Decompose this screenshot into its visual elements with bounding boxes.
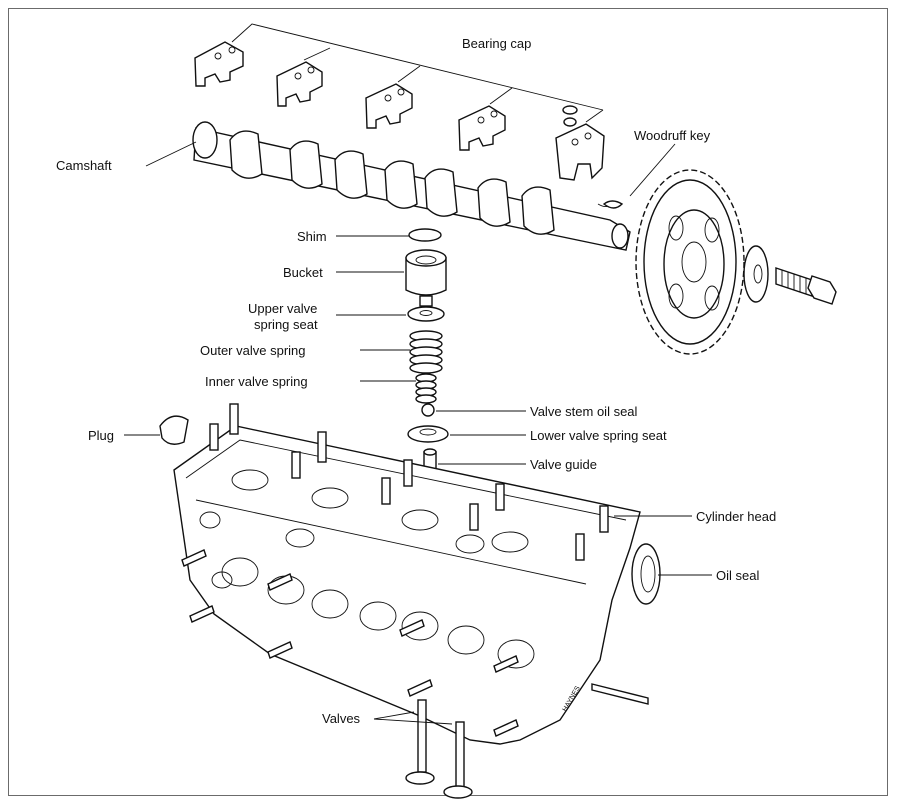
outer-spring-part [409,330,443,374]
leader-lines [124,141,712,725]
camshaft [192,121,631,251]
label-cylinder-head: Cylinder head [696,509,776,524]
label-outer-valve-spring: Outer valve spring [200,343,306,358]
lower-spring-seat-part [407,425,449,443]
bearing-cap-2 [276,61,323,107]
oil-seal-part [631,543,661,605]
label-woodruff-key: Woodruff key [634,128,711,143]
label-shim: Shim [297,229,327,244]
label-inner-valve-spring: Inner valve spring [205,374,308,389]
stem-seal-part [421,403,435,417]
label-oil-seal: Oil seal [716,568,759,583]
label-camshaft: Camshaft [56,158,112,173]
woodruff-key [602,200,624,209]
bucket-part [405,249,447,296]
camshaft-sprocket [635,169,745,355]
label-valve-guide: Valve guide [530,457,597,472]
sprocket-washer [743,245,769,303]
bearing-cap-5 [555,105,605,181]
label-valve-stem-oil-seal: Valve stem oil seal [530,404,638,419]
bearing-cap-3 [365,83,413,129]
plug-part [159,415,189,445]
valve-2 [443,721,473,799]
sprocket-bolt [775,267,837,305]
label-valves: Valves [322,711,361,726]
bearing-cap-4 [458,105,506,151]
label-upper-valve-line1: Upper valve [248,301,317,316]
inner-spring-part [415,373,437,404]
label-lower-valve-spring-seat: Lower valve spring seat [530,428,667,443]
bearing-cap-1 [194,41,244,87]
label-plug: Plug [88,428,114,443]
bearing-caps [194,23,605,181]
shim-part [408,228,442,242]
labels: Bearing cap Woodruff key Camshaft Shim B… [56,36,776,726]
cylinder-head: HAYNES [173,403,649,745]
valve-1 [405,699,435,785]
label-bucket: Bucket [283,265,323,280]
label-upper-valve-line2: spring seat [254,317,318,332]
label-bearing-cap: Bearing cap [462,36,531,51]
upper-spring-seat-part [407,295,445,322]
